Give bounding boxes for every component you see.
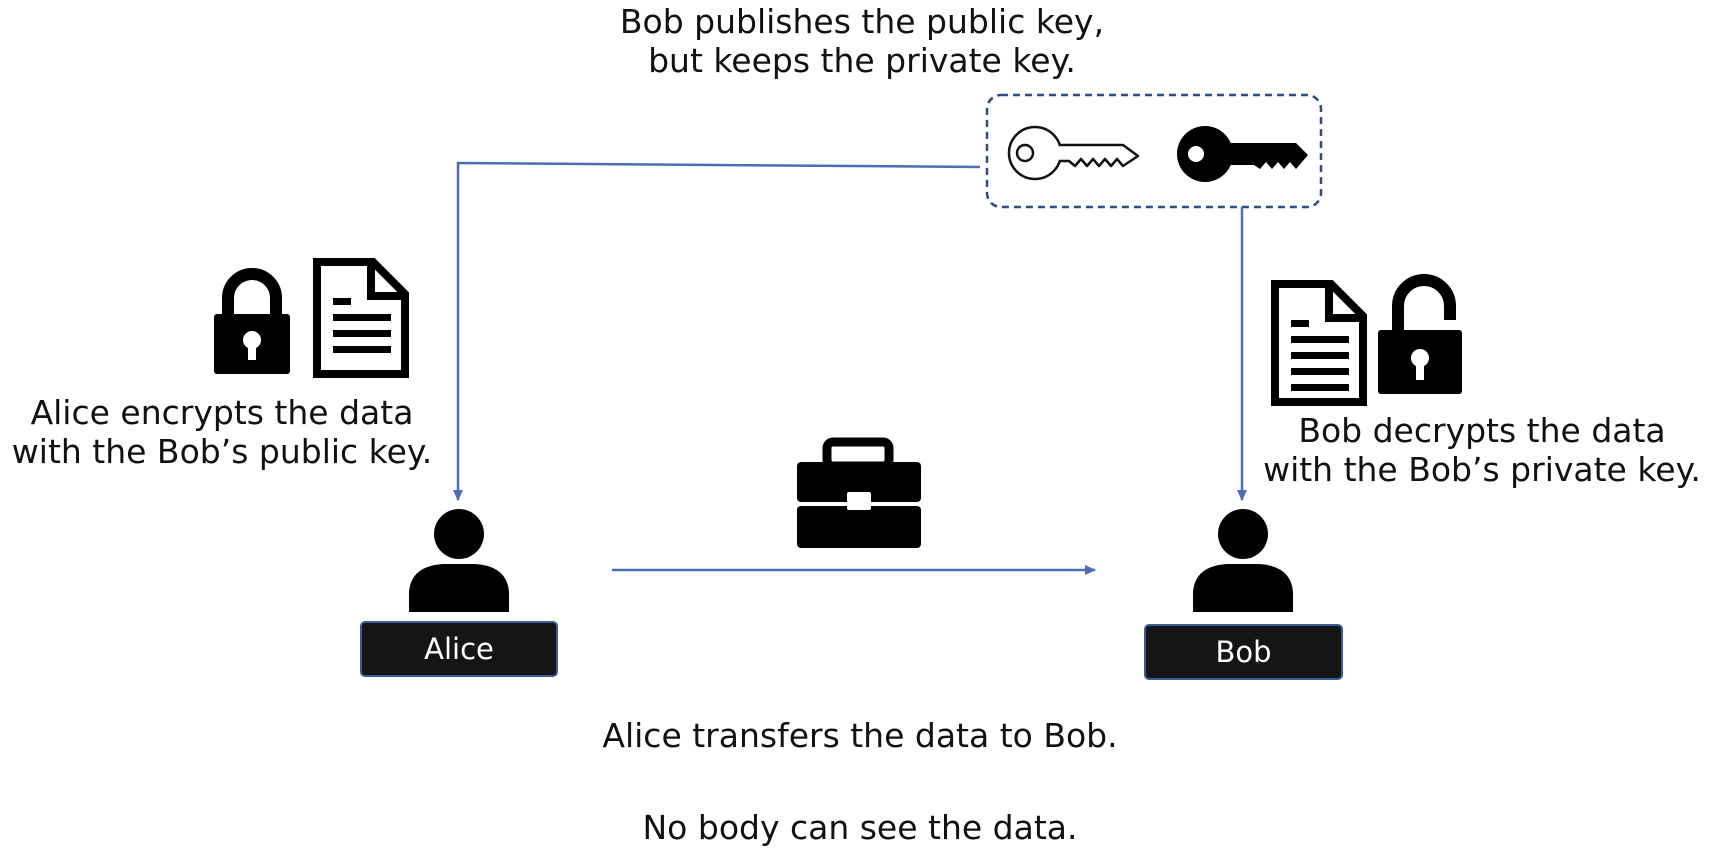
alice-name-box: Alice [360,621,558,677]
privacy-caption: No body can see the data. [610,808,1110,847]
bob-name-box: Bob [1144,624,1343,680]
document-icon [1271,280,1367,406]
alice-encrypt-caption: Alice encrypts the data with the Bob’s p… [0,393,444,471]
publish-caption-line1: Bob publishes the public key, [619,2,1105,41]
transfer-caption-text: Alice transfers the data to Bob. [602,716,1118,755]
briefcase-icon [797,437,921,548]
alice-encrypt-caption-line2: with the Bob’s public key. [11,432,433,471]
key-filled-icon [1177,126,1308,182]
alice-encrypt-caption-line1: Alice encrypts the data [30,393,414,432]
publish-caption-line2: but keeps the private key. [648,41,1076,80]
person-icon [1193,509,1293,612]
key-outline-icon [1007,125,1140,181]
bob-decrypt-caption-line1: Bob decrypts the data [1298,411,1666,450]
publish-caption: Bob publishes the public key, but keeps … [572,2,1152,80]
document-icon [313,258,409,378]
bob-decrypt-caption: Bob decrypts the data with the Bob’s pri… [1252,411,1712,489]
transfer-caption: Alice transfers the data to Bob. [560,716,1160,755]
lock-closed-icon [214,268,290,374]
person-icon [409,509,509,612]
lock-open-icon [1378,274,1462,394]
privacy-caption-text: No body can see the data. [642,808,1078,847]
bob-label: Bob [1215,635,1272,669]
public-key-to-alice-arrow [453,161,981,501]
bob-decrypt-caption-line2: with the Bob’s private key. [1263,450,1701,489]
alice-label: Alice [424,632,494,666]
